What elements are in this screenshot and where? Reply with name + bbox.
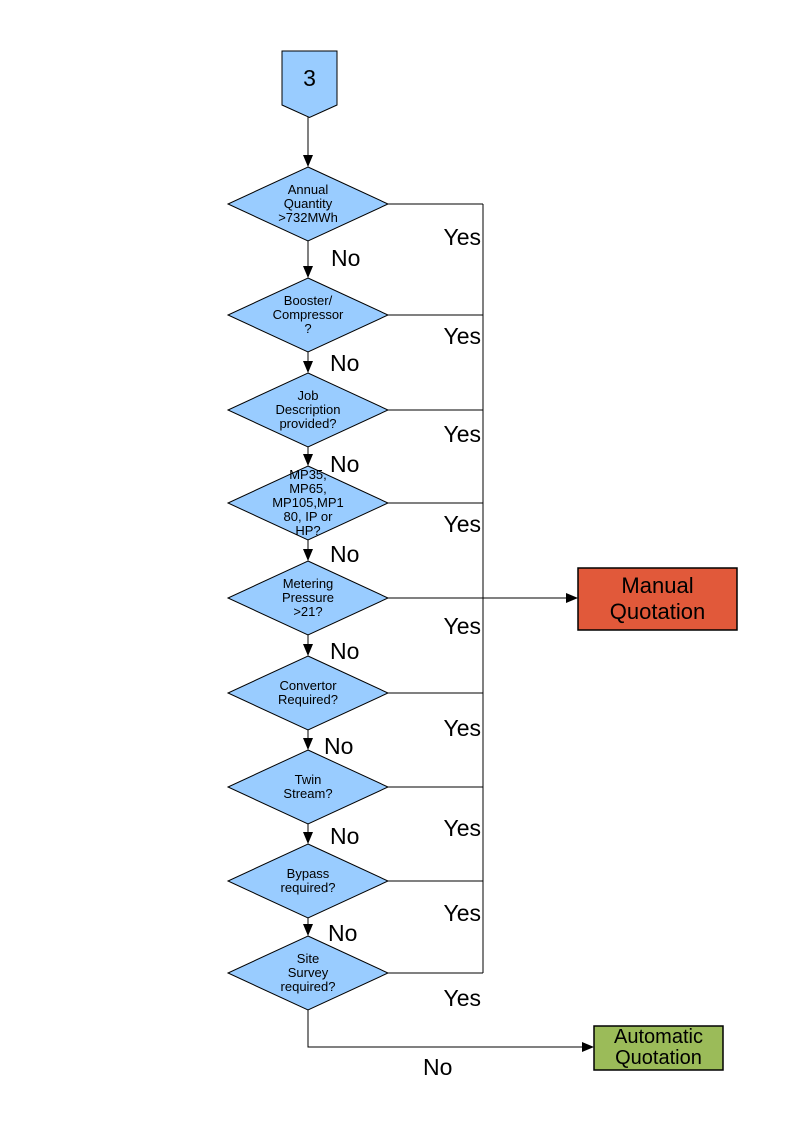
decision-booster-compressor-label: Booster/ Compressor ? <box>272 293 344 336</box>
decision-twin-stream-shape <box>226 749 390 825</box>
no-label-5: No <box>330 638 360 664</box>
no-line-final <box>307 1010 583 1048</box>
decision-convertor-required-label: Convertor Required? <box>278 678 338 707</box>
no-label-final: No <box>423 1054 453 1080</box>
automatic-quotation-label: Automatic Quotation <box>614 1026 703 1069</box>
yes-label-6: Yes <box>443 715 481 741</box>
decision-annual-quantity-shape <box>226 166 390 242</box>
manual-quotation-box <box>577 567 738 631</box>
decision-twin-stream-label: Twin Stream? <box>283 772 333 801</box>
yes-label-3: Yes <box>443 421 481 447</box>
arrowhead-down <box>303 454 313 466</box>
decision-booster-compressor-shape <box>226 277 390 353</box>
arrowhead-down <box>303 361 313 373</box>
decision-site-survey-label: Site Survey required? <box>280 951 336 994</box>
arrowhead-down <box>303 924 313 936</box>
offpage-connector-shape <box>281 50 338 119</box>
arrowhead-down <box>303 738 313 750</box>
no-label-1: No <box>331 245 361 271</box>
automatic-quotation-box <box>593 1025 724 1071</box>
arrowhead-right <box>582 1042 594 1052</box>
offpage-connector-label: 3 <box>303 64 316 91</box>
yes-label-8: Yes <box>443 900 481 926</box>
decision-bypass-required-label: Bypass required? <box>280 866 336 895</box>
decision-convertor-required-shape <box>226 655 390 731</box>
decision-metering-pressure-shape <box>226 560 390 636</box>
arrowhead-down <box>303 832 313 844</box>
yes-label-4: Yes <box>443 511 481 537</box>
no-label-8: No <box>328 920 358 946</box>
decision-site-survey-shape <box>226 935 390 1011</box>
arrowhead-down <box>303 266 313 278</box>
no-label-4: No <box>330 541 360 567</box>
yes-label-1: Yes <box>443 224 481 250</box>
decision-job-description-label: Job Description provided? <box>275 388 341 431</box>
decision-meter-type-shape <box>226 465 390 541</box>
manual-quotation-label: Manual Quotation <box>609 573 706 624</box>
arrowhead-down <box>303 549 313 561</box>
yes-label-5: Yes <box>443 613 481 639</box>
no-label-2: No <box>330 350 360 376</box>
no-label-7: No <box>330 823 360 849</box>
arrowhead-down <box>303 644 313 656</box>
yes-label-7: Yes <box>443 815 481 841</box>
yes-label-2: Yes <box>443 323 481 349</box>
decision-annual-quantity-label: Annual Quantity >732MWh <box>278 182 338 225</box>
no-label-3: No <box>330 451 360 477</box>
decision-job-description-shape <box>226 372 390 448</box>
yes-label-9: Yes <box>443 985 481 1011</box>
arrowhead-down <box>303 155 313 167</box>
decision-metering-pressure-label: Metering Pressure >21? <box>281 576 335 619</box>
arrowhead-right <box>566 593 578 603</box>
decision-meter-type-label: MP35, MP65, MP105,MP1 80, IP or HP? <box>272 467 344 538</box>
no-label-6: No <box>324 733 354 759</box>
decision-bypass-required-shape <box>226 843 390 919</box>
